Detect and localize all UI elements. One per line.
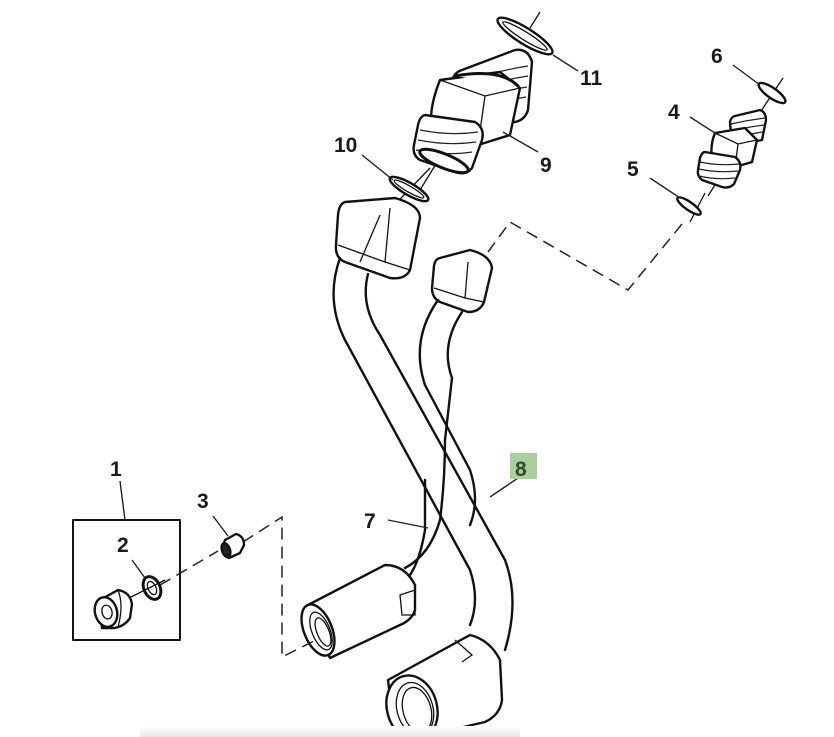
assembly-dash-line-right	[487, 221, 683, 291]
callout-9[interactable]: 9	[540, 154, 552, 177]
part-2-o-ring[interactable]	[140, 574, 165, 603]
part-7-tube[interactable]	[295, 248, 494, 660]
leader-3	[212, 515, 229, 537]
callout-11[interactable]: 11	[580, 67, 603, 90]
part-11-o-ring[interactable]	[494, 11, 557, 60]
callout-1[interactable]: 1	[110, 458, 122, 481]
part-3-sleeve[interactable]	[220, 532, 246, 560]
leader-6	[732, 64, 761, 86]
leader-4	[689, 116, 716, 134]
part-6-o-ring[interactable]	[756, 77, 788, 106]
leader-2	[131, 559, 146, 579]
part-5-o-ring[interactable]	[675, 192, 706, 223]
part-9-adapter-fitting[interactable]	[412, 48, 534, 191]
callout-4[interactable]: 4	[668, 101, 680, 124]
leader-7	[387, 519, 429, 529]
leader-9	[502, 131, 539, 153]
callout-2[interactable]: 2	[117, 534, 129, 557]
leader-11	[552, 54, 579, 72]
plug-fitting	[93, 579, 166, 630]
part-4-adapter-fitting[interactable]	[696, 104, 768, 197]
callout-6[interactable]: 6	[711, 45, 723, 68]
assembly-dash-line-kit	[159, 550, 219, 586]
assembly-dash-line-left	[242, 515, 317, 659]
callout-8[interactable]: 8	[515, 458, 527, 481]
callout-3[interactable]: 3	[197, 490, 209, 513]
callout-8-highlight	[510, 453, 537, 479]
leader-10	[361, 154, 394, 181]
bottom-shadow	[140, 726, 520, 737]
leader-1	[119, 480, 126, 521]
part-8-tube[interactable]	[332, 196, 514, 737]
leader-8	[489, 477, 519, 498]
callout-7[interactable]: 7	[364, 510, 376, 533]
leader-5	[649, 177, 681, 199]
callout-10[interactable]: 10	[334, 134, 357, 157]
callout-5[interactable]: 5	[627, 158, 639, 181]
